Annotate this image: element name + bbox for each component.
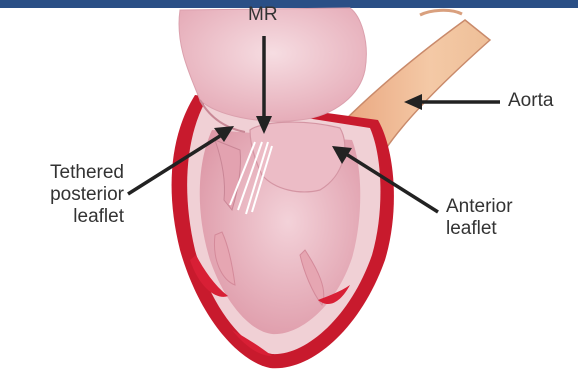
anterior-leaflet-label: Anterior leaflet <box>446 196 558 240</box>
tethered-posterior-leaflet-label: Tethered posterior leaflet <box>16 162 124 228</box>
mr-label: MR <box>248 4 278 26</box>
aorta-label: Aorta <box>508 90 553 112</box>
